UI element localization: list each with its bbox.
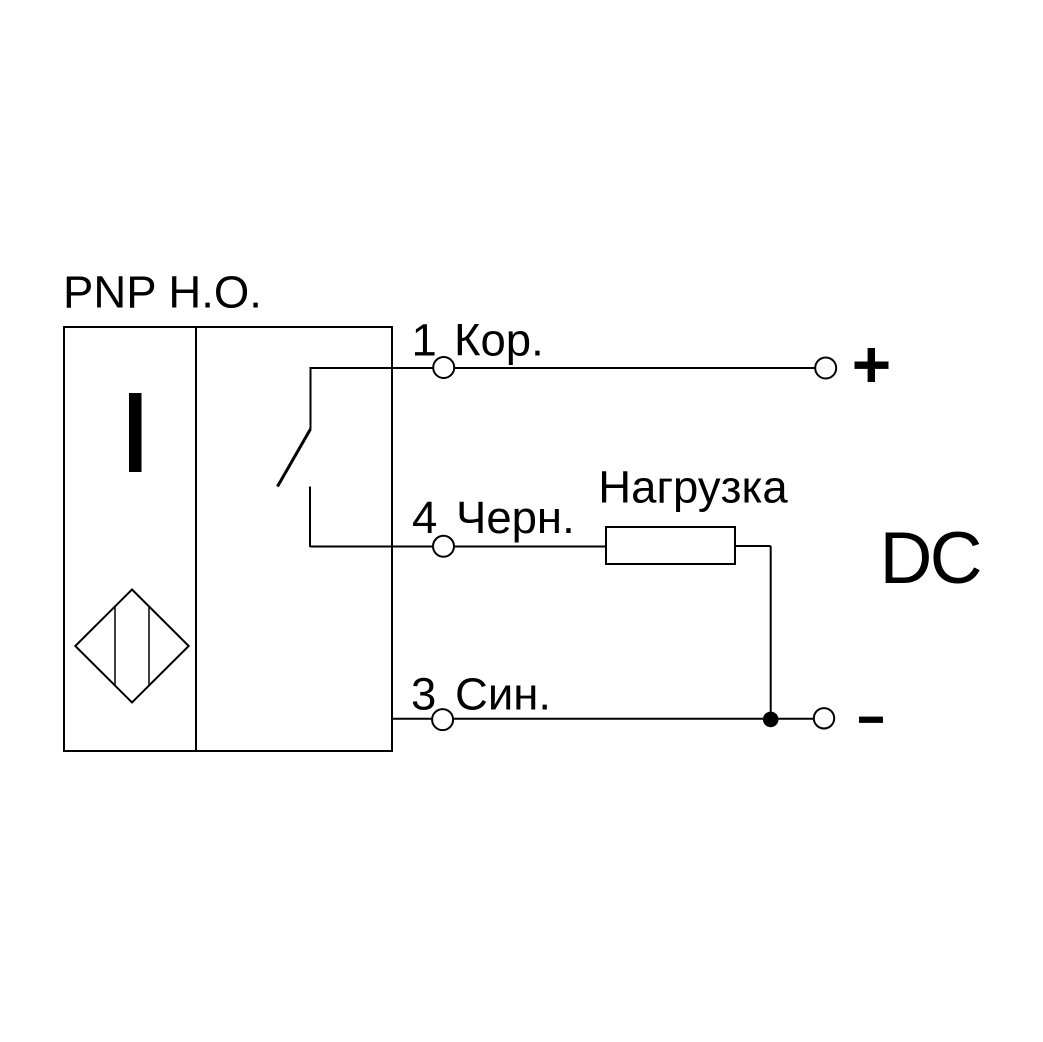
- svg-text:3: 3: [411, 669, 436, 720]
- svg-text:Нагрузка: Нагрузка: [598, 461, 788, 512]
- svg-text:4: 4: [412, 492, 437, 543]
- svg-text:Черн.: Черн.: [456, 492, 575, 543]
- svg-text:1: 1: [412, 314, 437, 365]
- svg-text:DC: DC: [880, 518, 980, 599]
- svg-text:Син.: Син.: [455, 669, 551, 720]
- svg-text:PNP Н.О.: PNP Н.О.: [63, 266, 262, 317]
- svg-text:Кор.: Кор.: [454, 314, 544, 365]
